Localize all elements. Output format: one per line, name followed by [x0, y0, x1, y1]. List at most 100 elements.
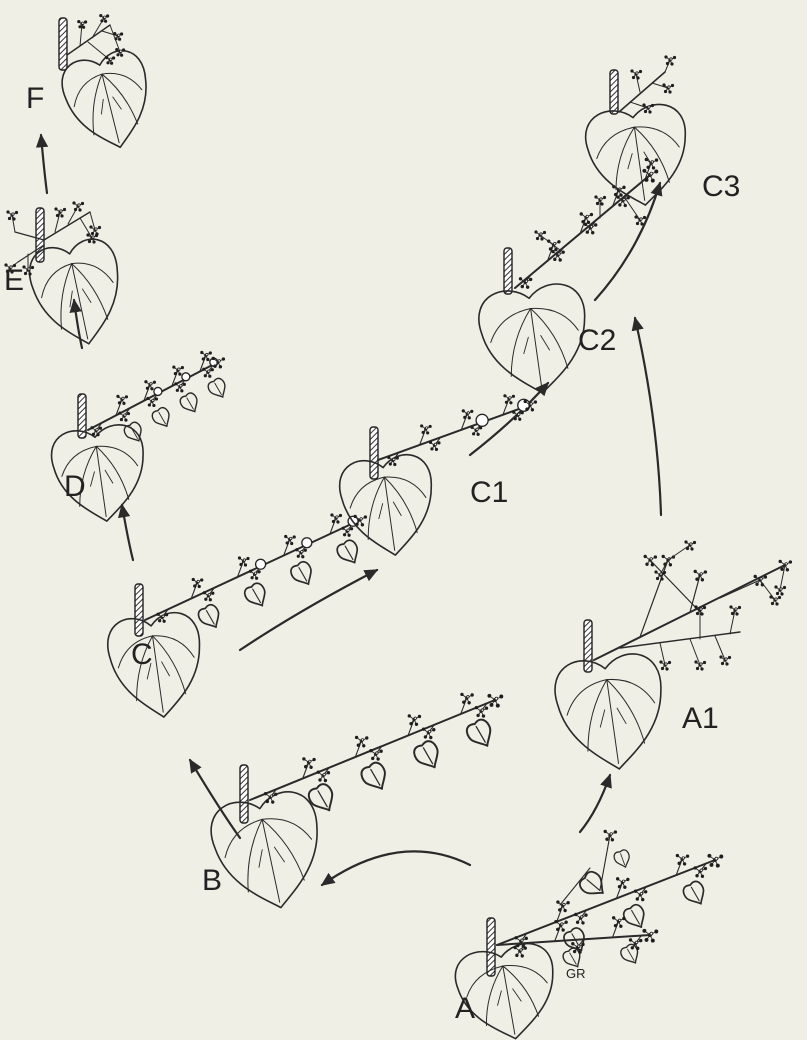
plant-c — [104, 513, 367, 723]
bract-leaf — [613, 849, 633, 870]
bract-leaf — [359, 760, 392, 795]
plant-a1 — [551, 540, 792, 776]
bract-leaf — [196, 603, 225, 633]
flower-cluster — [659, 660, 671, 670]
inflorescence-axis — [145, 520, 360, 620]
transition-arrows — [41, 135, 661, 885]
flower-cluster — [719, 655, 731, 665]
flower-cluster — [503, 394, 515, 404]
stem-segment — [240, 765, 248, 823]
flower-cluster — [249, 570, 261, 580]
flower-cluster — [513, 946, 527, 958]
flower-cluster — [729, 605, 741, 615]
flower-cluster — [174, 382, 186, 392]
flower-cluster — [54, 207, 66, 217]
flower-cluster — [612, 916, 626, 928]
flower-cluster — [317, 770, 331, 782]
plant-f — [57, 14, 161, 157]
flower-cluster — [462, 409, 474, 419]
stem-segment — [487, 918, 495, 976]
flower-cluster — [302, 757, 316, 769]
open-bud — [302, 538, 312, 548]
plant-c2 — [475, 158, 658, 401]
stem-segment — [610, 70, 618, 114]
leaf-blade — [336, 452, 441, 562]
flower-cluster — [105, 56, 115, 65]
flower-cluster — [512, 411, 524, 421]
flower-cluster — [580, 212, 594, 224]
stem-segment — [370, 427, 378, 479]
arrow-c-to-d — [122, 505, 133, 560]
flower-cluster — [330, 513, 342, 523]
arrow-e-to-f — [41, 135, 47, 193]
inflorescence-axis — [497, 860, 715, 945]
leaf-blade — [206, 787, 333, 919]
flower-cluster — [769, 595, 781, 605]
flower-cluster — [284, 535, 296, 545]
flower-cluster — [616, 877, 630, 889]
bract-leaf — [206, 377, 230, 402]
stem-segment — [135, 584, 143, 636]
bract-leaf — [411, 739, 444, 774]
bract-leaf — [619, 942, 643, 967]
flower-cluster — [429, 441, 441, 451]
plant-b — [206, 693, 504, 919]
flower-cluster — [72, 201, 84, 211]
open-bud — [154, 387, 162, 395]
flower-cluster — [634, 890, 648, 902]
stage-label-d: D — [64, 470, 86, 503]
flower-cluster — [146, 397, 158, 407]
flower-cluster — [238, 556, 250, 566]
bract-leaf — [122, 420, 146, 445]
bract-leaf — [150, 406, 174, 431]
flower-cluster — [707, 854, 723, 868]
arrow-a1-to-c2 — [635, 318, 661, 515]
flower-cluster — [460, 693, 474, 705]
flower-cluster — [420, 424, 432, 434]
flower-cluster — [475, 706, 489, 718]
flower-cluster — [115, 48, 125, 57]
flower-cluster — [684, 540, 696, 550]
flower-cluster — [422, 727, 436, 739]
flower-cluster — [355, 736, 369, 748]
flower-cluster — [630, 69, 642, 79]
flower-cluster — [574, 913, 588, 925]
stage-label-c2: C2 — [578, 324, 616, 357]
stem-segment — [584, 620, 592, 672]
leaf-blade — [582, 101, 695, 212]
flower-cluster — [408, 714, 422, 726]
flower-cluster — [604, 830, 618, 842]
flower-cluster — [118, 411, 130, 421]
bract-leaf — [681, 879, 710, 909]
stage-label-b: B — [202, 864, 222, 897]
bract-leaf — [621, 902, 650, 932]
flower-cluster — [203, 591, 215, 601]
flower-cluster — [77, 20, 87, 29]
plant-a — [451, 830, 723, 1040]
arrow-a-to-a1 — [580, 775, 610, 832]
stem-segment — [504, 248, 512, 294]
stage-label-f: F — [26, 82, 44, 115]
open-bud — [476, 414, 488, 426]
flower-cluster — [694, 570, 708, 582]
flower-cluster — [369, 749, 383, 761]
flower-cluster — [487, 694, 503, 708]
stem-segment — [59, 18, 67, 70]
flower-cluster — [554, 920, 568, 932]
inflorescence-axis — [378, 405, 530, 460]
flower-cluster — [642, 169, 658, 183]
flower-cluster — [694, 660, 706, 670]
leaf-blade — [475, 280, 595, 400]
stage-label-c: C — [131, 638, 153, 671]
flower-cluster — [341, 527, 353, 537]
flower-cluster — [264, 792, 278, 804]
stage-label-c3: C3 — [702, 170, 740, 203]
leaf-blade — [551, 650, 672, 776]
plant-drawings — [4, 14, 792, 1040]
flower-cluster — [514, 936, 528, 948]
stage-label-e: E — [4, 264, 24, 297]
stage-annotation-gr: GR — [566, 966, 586, 981]
flower-cluster — [556, 900, 570, 912]
flower-cluster — [471, 426, 483, 436]
